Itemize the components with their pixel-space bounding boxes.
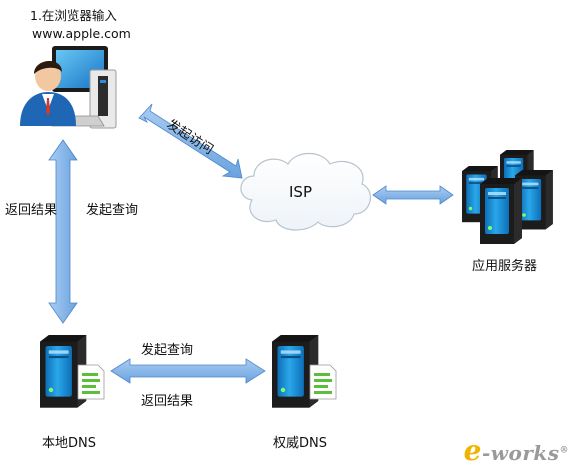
app-servers-icon xyxy=(462,150,553,244)
isp-cloud xyxy=(240,152,371,231)
auth-dns-server-icon xyxy=(272,335,337,408)
arrow-isp-app-servers xyxy=(372,185,454,205)
client-url-label: www.apple.com xyxy=(32,26,131,41)
left-query-label: 发起查询 xyxy=(86,203,139,218)
auth-dns-label: 权威DNS xyxy=(273,436,327,451)
e-works-logo: e-works® xyxy=(463,434,569,467)
client-step-label: 1.在浏览器输入 xyxy=(30,8,117,23)
bottom-return-label: 返回结果 xyxy=(141,394,194,409)
left-return-label: 返回结果 xyxy=(5,203,58,218)
arrow-client-local-dns xyxy=(48,139,78,324)
client-user-computer xyxy=(20,46,117,129)
local-dns-server-icon xyxy=(40,335,105,408)
isp-label: ISP xyxy=(289,183,312,201)
local-dns-label: 本地DNS xyxy=(42,436,96,451)
arrow-client-isp xyxy=(138,103,243,179)
arrow-local-auth-dns xyxy=(110,358,266,384)
app-servers-label: 应用服务器 xyxy=(472,259,538,274)
bottom-query-label: 发起查询 xyxy=(141,343,194,358)
